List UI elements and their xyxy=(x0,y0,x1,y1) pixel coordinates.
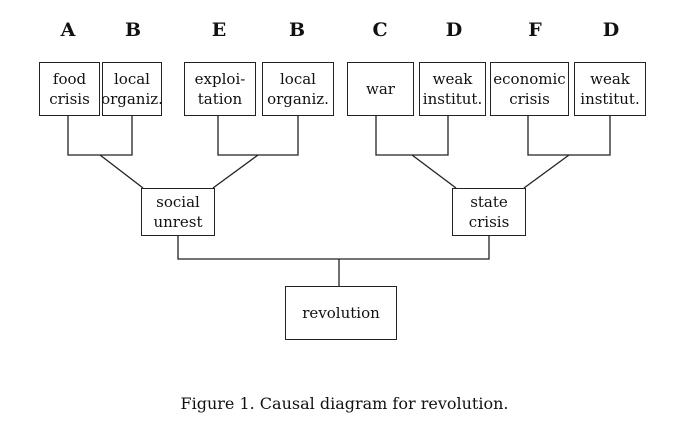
node-label: revolution xyxy=(302,304,380,322)
letter-label: C xyxy=(372,19,388,41)
letter-label: D xyxy=(602,19,620,41)
connector-food-local xyxy=(67,116,133,156)
node-local-organiz-2: local organiz. xyxy=(262,62,334,116)
connector-war-weak xyxy=(375,116,449,156)
connector-econ-weak xyxy=(527,116,611,156)
connector-exploit-local xyxy=(217,116,299,156)
connector-mid-to-root xyxy=(177,236,490,260)
node-label: exploi- tation xyxy=(194,70,246,108)
letter-label: A xyxy=(60,19,76,41)
letter-label: B xyxy=(288,19,306,41)
node-revolution: revolution xyxy=(285,286,397,340)
letter-label: F xyxy=(528,19,542,41)
figure-caption: Figure 1. Causal diagram for revolution. xyxy=(180,394,509,413)
node-label: food crisis xyxy=(49,70,90,108)
node-label: economic crisis xyxy=(493,70,566,108)
connector-to-social-left xyxy=(99,154,144,189)
node-war: war xyxy=(347,62,414,116)
letter-label: E xyxy=(211,19,227,41)
node-exploitation: exploi- tation xyxy=(184,62,256,116)
connector-to-state-right xyxy=(523,154,570,189)
node-local-organiz-1: local organiz. xyxy=(101,62,163,116)
connector-to-social-right xyxy=(212,154,259,189)
node-label: social unrest xyxy=(153,193,203,231)
node-label: local organiz. xyxy=(101,70,163,108)
node-economic-crisis: economic crisis xyxy=(490,62,569,116)
node-food-crisis: food crisis xyxy=(39,62,100,116)
node-label: state crisis xyxy=(468,193,510,231)
connector-to-state-left xyxy=(411,154,457,189)
node-label: war xyxy=(366,80,395,98)
node-state-crisis: state crisis xyxy=(452,188,526,236)
node-social-unrest: social unrest xyxy=(141,188,215,236)
node-weak-institut-1: weak institut. xyxy=(419,62,486,116)
node-label: local organiz. xyxy=(267,70,329,108)
letter-label: B xyxy=(124,19,142,41)
node-weak-institut-2: weak institut. xyxy=(574,62,646,116)
node-label: weak institut. xyxy=(422,70,483,108)
node-label: weak institut. xyxy=(580,70,640,108)
letter-label: D xyxy=(445,19,463,41)
